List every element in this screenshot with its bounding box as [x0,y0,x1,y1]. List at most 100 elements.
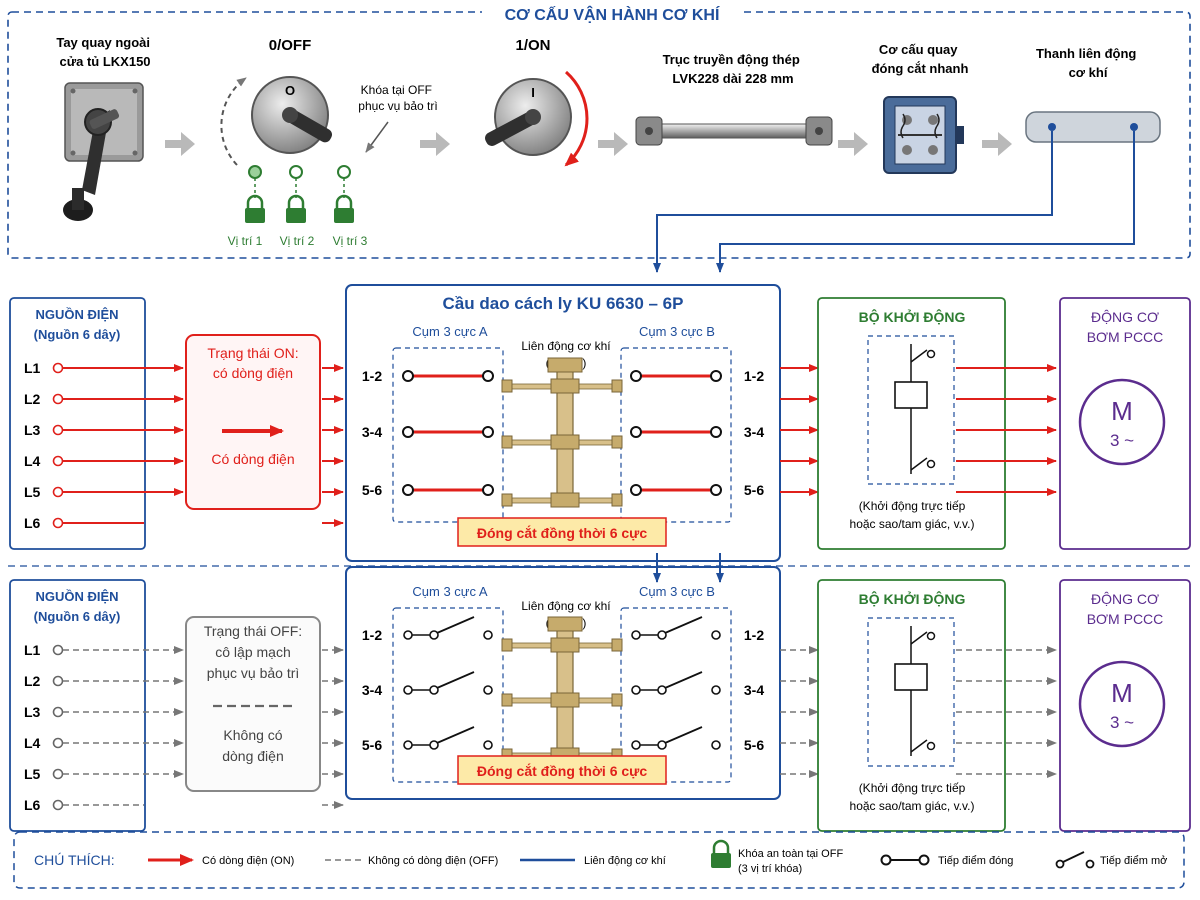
off-dial-mark: O [285,83,295,98]
terminal-icon [52,486,64,498]
contact-terminal [926,631,936,641]
contact-terminal [711,685,721,695]
contact-terminal [483,740,493,750]
motor-symbol-phase: 3 ~ [1110,431,1134,450]
power-source-title: NGUỒN ĐIỆN(Nguồn 6 dây) [34,307,121,342]
terminal-icon [52,768,64,780]
contact-terminal [483,630,493,640]
starter-box [817,579,1006,832]
contact-terminal [926,349,936,359]
legend-title: CHÚ THÍCH: [34,852,115,868]
terminal-icon [52,362,64,374]
mechanism-title: CƠ CẤU VẬN HÀNH CƠ KHÍ [505,5,720,24]
drive-shaft: Trục truyền động thép LVK228 dài 228 mm [635,52,833,146]
snap-label: Cơ cấu quay đóng cắt nhanh [872,42,969,76]
contact-terminal [483,685,493,695]
line-label: L5 [24,484,41,500]
group-a-label: Cụm 3 cực A [412,324,487,339]
terminal-icon [52,706,64,718]
starter-contact [910,739,928,753]
contact-terminal [482,426,494,438]
pole-label-right: 5-6 [744,737,764,753]
interlock-cap [547,616,583,632]
handle-label: Tay quay ngoài cửa tủ LKX150 [56,35,153,69]
pole-label-left: 3-4 [362,424,382,440]
line-label: L6 [24,797,41,813]
on-label: 1/ON [515,37,550,54]
on-dial-mark: I [531,85,535,100]
contact-terminal [482,370,494,382]
group-b-label: Cụm 3 cực B [639,324,715,339]
legend: CHÚ THÍCH: Có dòng điện (ON) Không có dò… [13,831,1185,889]
state-box [185,334,321,510]
coil-icon [894,381,928,409]
contact-terminal [710,484,722,496]
contact-terminal [402,484,414,496]
contact-terminal [631,685,641,695]
pole-label-right: 3-4 [744,424,764,440]
flow-arrow-3-icon [598,132,628,156]
pole-label-left: 1-2 [362,368,382,384]
motor-symbol-m: M [1111,678,1133,708]
legend-off: Không có dòng điện (OFF) [368,855,498,867]
contact-terminal [710,370,722,382]
starter-title: BỘ KHỞI ĐỘNG [859,590,966,607]
contact-terminal [630,370,642,382]
contact-terminal [429,740,439,750]
mechanism-section: CƠ CẤU VẬN HÀNH CƠ KHÍ Tay quay ngoài cử… [7,3,1191,259]
power-source-title: NGUỒN ĐIỆN(Nguồn 6 dây) [34,589,121,624]
coil-icon [894,663,928,691]
line-label: L3 [24,704,41,720]
motor-symbol-icon [1078,378,1166,466]
contact-terminal [429,685,439,695]
motor-symbol-phase: 3 ~ [1110,713,1134,732]
terminal-icon [52,675,64,687]
rod-joint [501,638,513,652]
lock-position-1: Vị trí 1 [228,234,263,248]
power-source-box [9,579,146,832]
rod-joint [550,434,580,450]
lock-position-3: Vị trí 3 [333,234,368,248]
contact-terminal [657,685,667,695]
padlock-icon [286,194,306,223]
starter-contact [910,349,928,363]
panel-off-state: NGUỒN ĐIỆN(Nguồn 6 dây)L1L2L3L4L5L6Trạng… [9,566,1191,832]
open-contact [664,616,703,634]
legend-lock: Khóa an toàn tại OFF (3 vị trí khóa) [738,848,846,875]
padlock-icon [245,194,265,223]
contact-terminal [402,370,414,382]
group-a-label: Cụm 3 cực A [412,584,487,599]
flow-arrow-1-icon [165,132,195,156]
contact-terminal [657,740,667,750]
state-subtext: Có dòng điện [211,451,294,467]
terminal-icon [52,393,64,405]
rod-joint [550,492,580,508]
starter-box [817,297,1006,550]
state-box [185,616,321,792]
contact-terminal [402,426,414,438]
motor-box [1059,579,1191,832]
interlock-links [653,131,1135,583]
linkage-bar: Thanh liên động cơ khí [1025,46,1161,143]
starter-contact [910,457,928,471]
rod-joint [501,693,513,707]
simultaneous-note: Đóng cắt đồng thời 6 cực [477,762,647,779]
open-contact-icon [1055,851,1095,869]
link-label: Thanh liên động cơ khí [1036,46,1140,80]
terminal-icon [52,644,64,656]
state-text: Trạng thái ON:có dòng điện [207,345,298,381]
pole-group-a [392,347,504,523]
line-label: L1 [24,642,41,658]
contact-terminal [711,630,721,640]
line-label: L4 [24,453,41,469]
legend-open: Tiếp điểm mở [1100,855,1167,867]
line-label: L2 [24,391,41,407]
pole-label-left: 5-6 [362,737,382,753]
power-source-box [9,297,146,550]
mechanism-frame [7,11,1191,259]
contact-terminal [631,740,641,750]
on-position-knob: 1/ON I [485,37,589,167]
